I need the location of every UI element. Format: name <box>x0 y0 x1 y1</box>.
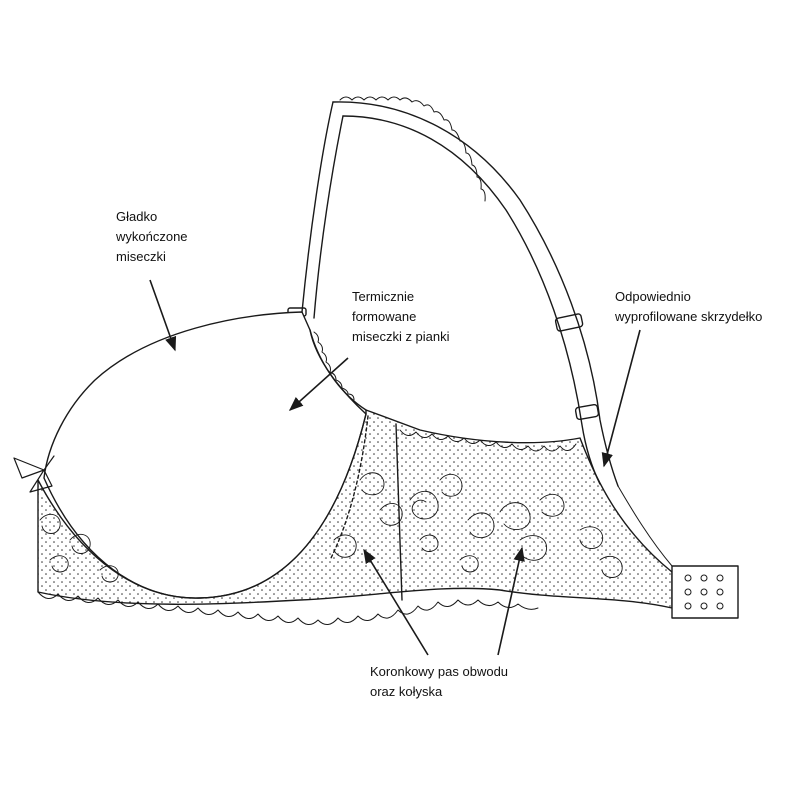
arrow-wing <box>601 329 641 468</box>
label-wing: Odpowiednio wyprofilowane skrzydełko <box>615 289 763 324</box>
lace-band <box>37 409 673 609</box>
strap-picot-edge <box>339 96 486 202</box>
arrow-smooth-cups <box>149 279 177 352</box>
arrow-lace-band-left <box>363 548 429 656</box>
front-strap <box>301 101 334 313</box>
arrow-lace-band-right <box>497 546 525 656</box>
inner-cup-picot <box>313 331 355 401</box>
band-scallop-edge <box>37 591 539 625</box>
band-seam-2 <box>329 415 369 561</box>
lace-top-wave <box>399 429 577 452</box>
front-strap-inner <box>313 115 344 319</box>
wing-top-edge <box>617 485 673 567</box>
label-smooth-cups: Gładko wykończone miseczki <box>116 209 188 264</box>
shoulder-strap-inner <box>342 115 601 485</box>
lace-floral-motifs <box>39 472 623 583</box>
label-thermo-cups: Termicznie formowane miseczki z pianki <box>352 289 450 344</box>
hook-eye-closure <box>671 565 739 619</box>
arrow-thermo-cups <box>288 357 349 411</box>
hook-eye-rows <box>684 574 724 610</box>
band-seam-1 <box>395 423 403 601</box>
shoulder-strap-outer <box>332 101 619 487</box>
strap-slider-bottom <box>574 403 600 421</box>
label-lace-band: Koronkowy pas obwodu oraz kołyska <box>370 664 509 699</box>
strap-slider-top <box>554 313 584 332</box>
